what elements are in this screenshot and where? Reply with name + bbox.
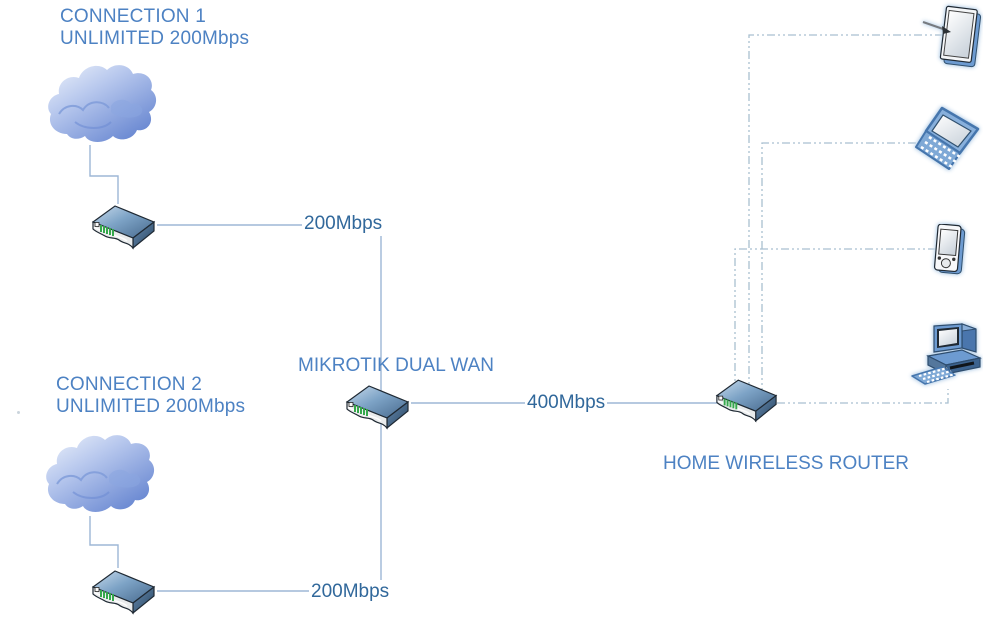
tablet-icon: [920, 5, 982, 69]
modem-icon: [89, 201, 157, 253]
connection1-label: CONNECTION 1 UNLIMITED 200Mbps: [60, 6, 249, 50]
wifi-laptop-line: [761, 142, 916, 391]
connection2-label: CONNECTION 2 UNLIMITED 200Mbps: [56, 374, 245, 418]
connection1-title-line2: UNLIMITED 200Mbps: [60, 28, 250, 49]
cloud-icon: [45, 56, 165, 148]
router-icon: [713, 375, 779, 426]
cloud2-modem2-line: [89, 516, 119, 568]
cloud1-modem1-line: [89, 145, 119, 204]
laptop-icon: [912, 106, 982, 176]
lan-speed-label: 400Mbps: [525, 391, 608, 414]
mikrotik-label: MIKROTIK DUAL WAN: [298, 355, 494, 376]
wifi-handheld-line: [734, 248, 936, 389]
router-icon: [343, 381, 411, 433]
wan2-speed-label: 200Mbps: [309, 580, 392, 603]
connection2-title-line2: UNLIMITED 200Mbps: [56, 396, 246, 417]
wifi-desktop-line: [777, 389, 949, 404]
desktop-computer-icon: [910, 318, 983, 392]
cloud-icon: [43, 426, 163, 518]
home-router-label: HOME WIRELESS ROUTER: [663, 453, 909, 474]
wifi-tablet-line: [748, 34, 943, 387]
stray-mark: [17, 411, 20, 414]
modem-icon: [89, 566, 157, 618]
handheld-icon: [932, 224, 968, 278]
wan1-speed-label: 200Mbps: [302, 212, 385, 235]
connection1-title-line1: CONNECTION 1: [60, 6, 206, 27]
connection2-title-line1: CONNECTION 2: [56, 374, 202, 395]
